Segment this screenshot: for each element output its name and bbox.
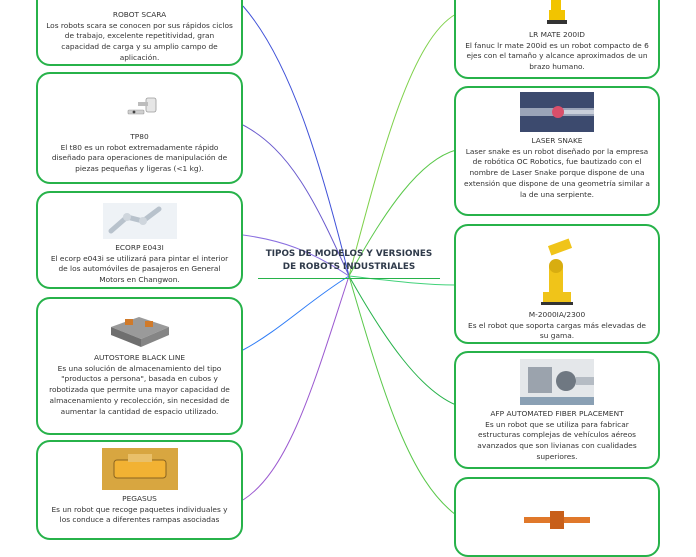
node-laser-snake[interactable]: LASER SNAKE Laser snake es un robot dise… — [454, 86, 660, 216]
node-description: Es una solución de almacenamiento del ti… — [46, 364, 233, 418]
node-title: PEGASUS — [46, 494, 233, 505]
lr-mate-robot-image — [537, 0, 577, 26]
node-description: Laser snake es un robot diseñado por la … — [464, 147, 650, 201]
branch-left-1 — [243, 6, 349, 276]
branch-left-5 — [243, 276, 349, 500]
branch-left-4 — [243, 276, 349, 350]
ecorp-robot-image — [103, 203, 177, 239]
node-title: AUTOSTORE BLACK LINE — [46, 353, 233, 364]
node-description: El t80 es un robot extremadamente rápido… — [46, 143, 233, 175]
node-gantry-robot[interactable] — [454, 477, 660, 557]
node-title: AFP AUTOMATED FIBER PLACEMENT — [464, 409, 650, 420]
node-m-2000ia-2300[interactable]: M-2000iA/2300 Es el robot que soporta ca… — [454, 224, 660, 344]
gantry-robot-image — [520, 503, 594, 543]
node-description: El ecorp e043i se utilizará para pintar … — [46, 254, 233, 286]
tp80-robot-image — [110, 88, 170, 128]
node-title: TP80 — [46, 132, 233, 143]
node-title: ROBOT SCARA — [46, 10, 233, 21]
node-afp-automated-fiber-placement[interactable]: AFP AUTOMATED FIBER PLACEMENT Es un robo… — [454, 351, 660, 469]
branch-right-4 — [349, 276, 456, 405]
node-title: LASER SNAKE — [464, 136, 650, 147]
node-lr-mate-200id[interactable]: LR MATE 200ID El fanuc lr mate 200id es … — [454, 0, 660, 79]
node-description: Es el robot que soporta cargas más eleva… — [464, 321, 650, 342]
node-description: El fanuc lr mate 200id es un robot compa… — [464, 41, 650, 73]
node-title: M-2000iA/2300 — [464, 310, 650, 321]
pegasus-robot-image — [102, 448, 178, 490]
node-pegasus[interactable]: PEGASUS Es un robot que recoge paquetes … — [36, 440, 243, 540]
afp-robot-image — [520, 359, 594, 405]
node-robot-scara[interactable]: ROBOT SCARA Los robots scara se conocen … — [36, 0, 243, 66]
node-description: Es un robot que recoge paquetes individu… — [46, 505, 233, 526]
mind-map-canvas: TIPOS DE MODELOS Y VERSIONES DE ROBOTS I… — [0, 0, 696, 520]
node-autostore-black-line[interactable]: AUTOSTORE BLACK LINE Es una solución de … — [36, 297, 243, 435]
node-title: ECORP E043I — [46, 243, 233, 254]
node-description: Los robots scara se conocen por sus rápi… — [46, 21, 233, 64]
central-topic: TIPOS DE MODELOS Y VERSIONES DE ROBOTS I… — [258, 248, 440, 279]
node-tp80[interactable]: TP80 El t80 es un robot extremadamente r… — [36, 72, 243, 184]
node-ecorp-e043i[interactable]: ECORP E043I El ecorp e043i se utilizará … — [36, 191, 243, 289]
branch-right-1 — [349, 14, 456, 276]
m2000-robot-image — [535, 232, 579, 306]
autostore-image — [105, 309, 175, 349]
node-description: Es un robot que se utiliza para fabricar… — [464, 420, 650, 463]
scara-robot-image — [110, 0, 170, 6]
node-title: LR MATE 200ID — [464, 30, 650, 41]
laser-snake-image — [520, 92, 594, 132]
